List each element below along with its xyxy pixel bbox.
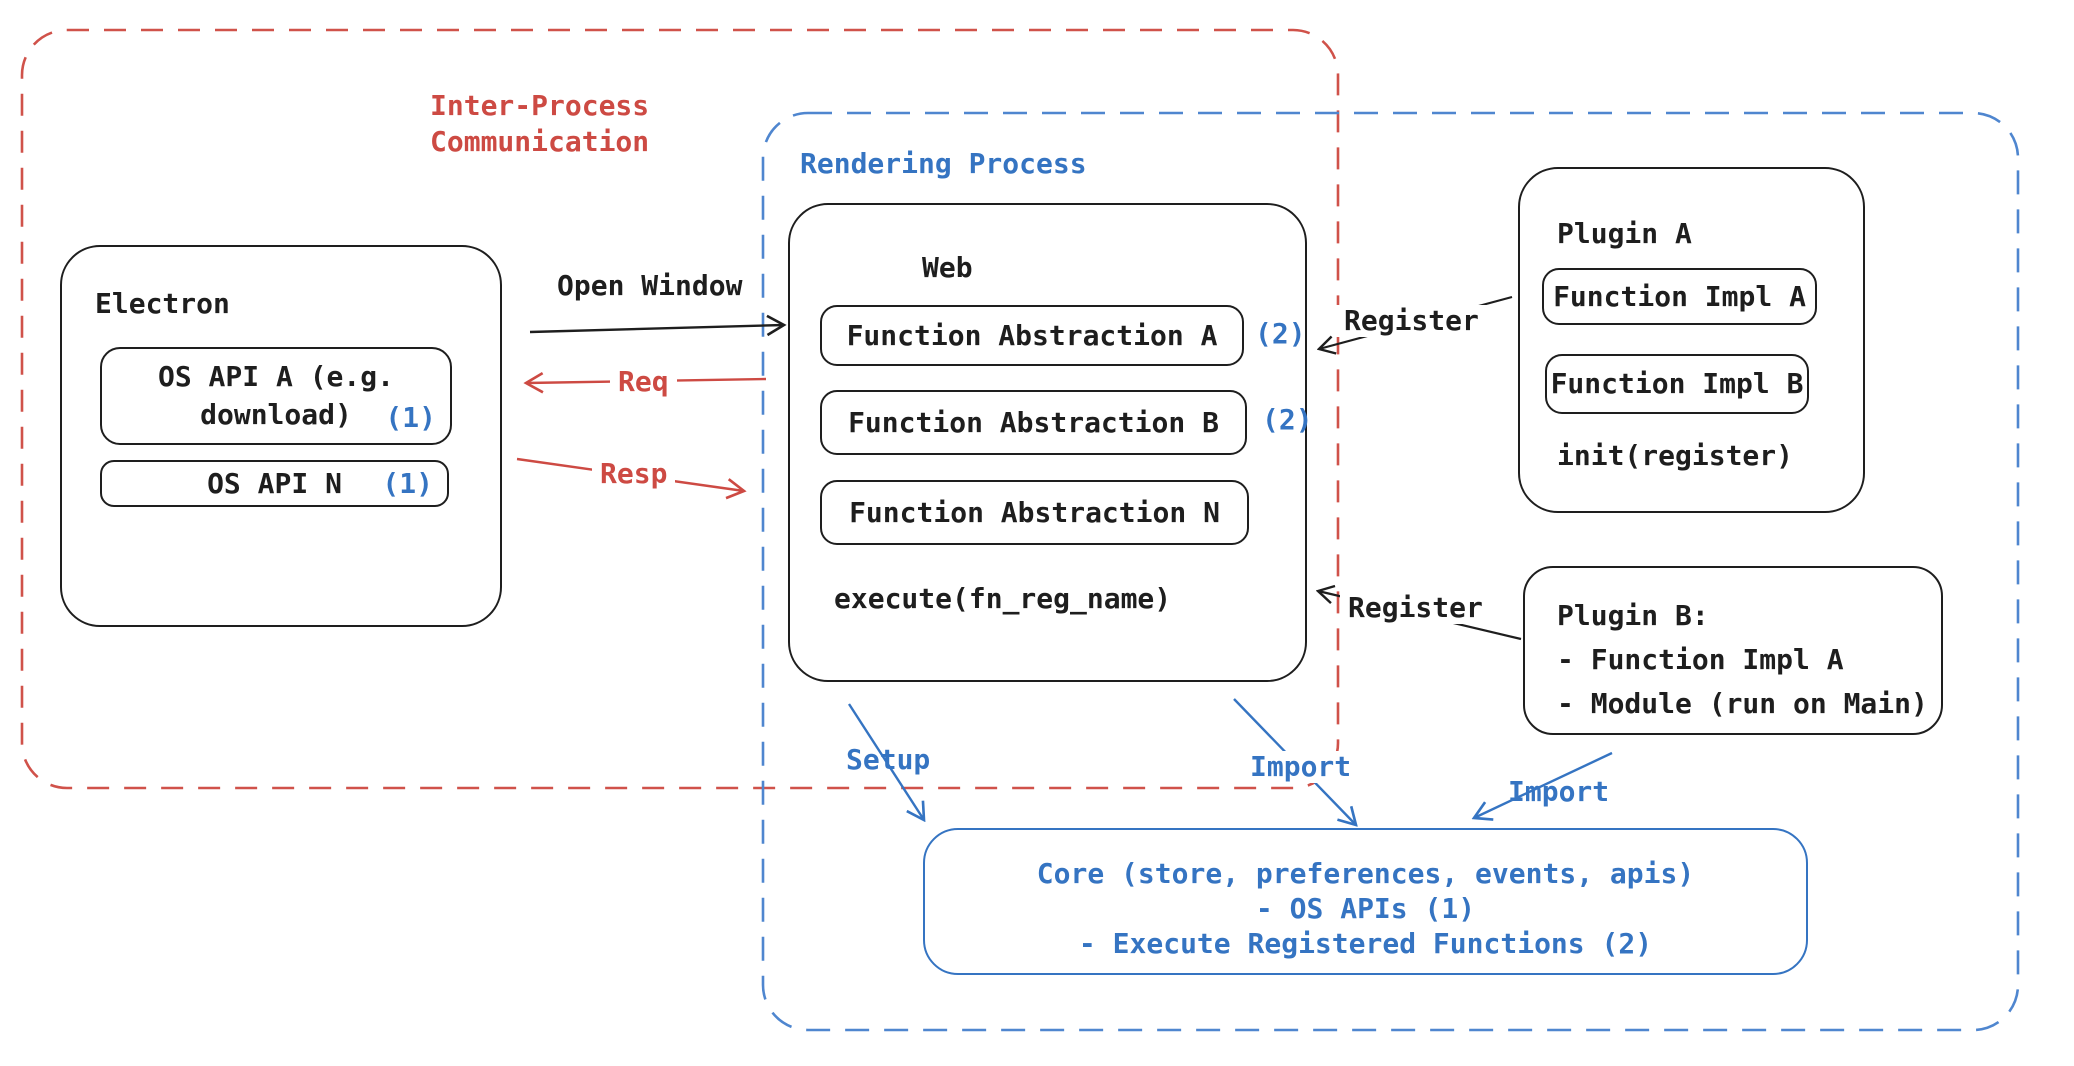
function-impl-a-label: Function Impl A (1553, 279, 1806, 313)
plugin-b-box: Plugin B: - Function Impl A - Module (run … (1523, 566, 1943, 735)
plugin-b-text: Plugin B: - Function Impl A - Module (run … (1557, 594, 1928, 726)
req-label: Req (610, 366, 677, 398)
plugin-b-title: Plugin B: (1557, 599, 1709, 632)
os-api-a-line2: download) (200, 398, 352, 431)
import-plugin-label: Import (1508, 775, 1610, 808)
import-web-label: Import (1242, 751, 1360, 783)
os-api-a-line1: OS API A (e.g. (157, 360, 394, 393)
plugin-b-item-impl-a: - Function Impl A (1557, 643, 1844, 676)
function-abstraction-b-badge: (2) (1262, 403, 1313, 436)
os-api-a-badge: (1) (385, 401, 436, 434)
plugin-a-box: Plugin A Function Impl A Function Impl B… (1518, 167, 1865, 513)
import-plugin-arrow (1474, 751, 1613, 818)
core-execute-line: - Execute Registered Functions (2) (1078, 927, 1653, 960)
os-api-n-label: OS API N (207, 466, 342, 500)
web-box: Web Function Abstraction A Function Abst… (788, 203, 1307, 682)
function-abstraction-b-label: Function Abstraction B (848, 405, 1219, 439)
plugin-a-title: Plugin A (1557, 217, 1692, 250)
function-impl-b-label: Function Impl B (1550, 367, 1804, 400)
function-abstraction-a-label: Function Abstraction A (846, 318, 1218, 352)
web-title: Web (922, 251, 973, 284)
open-window-label: Open Window (557, 269, 743, 302)
resp-label: Resp (592, 458, 676, 490)
rendering-dashed-boundary (761, 111, 2020, 1032)
open-window-arrow (529, 325, 784, 332)
setup-label: Setup (846, 743, 931, 776)
os-api-a-box: OS API A (e.g. download) (1) (100, 347, 452, 445)
plugin-a-init-text: init(register) (1557, 439, 1794, 472)
electron-title: Electron (95, 287, 230, 320)
os-api-n-box: OS API N (1) (100, 460, 449, 507)
os-api-n-badge: (1) (382, 466, 433, 500)
ipc-region-label-line2: Communication (430, 125, 650, 158)
os-api-a-text: OS API A (e.g. download) (158, 349, 394, 443)
rendering-region-label: Rendering Process (800, 147, 1087, 180)
ipc-region-label-line1: Inter-Process (430, 89, 650, 122)
function-impl-b-box: Function Impl B (1545, 354, 1809, 414)
core-os-apis-line: - OS APIs (1) (1255, 892, 1476, 925)
execute-call-text: execute(fn_reg_name) (834, 582, 1172, 615)
core-text: Core (store, preferences, events, apis)-… (925, 830, 1806, 961)
function-abstraction-a-badge: (2) (1255, 317, 1306, 350)
function-impl-a-box: Function Impl A (1542, 268, 1817, 325)
core-title-line: Core (store, preferences, events, apis) (1036, 857, 1695, 890)
register-plugin-b-label: Register (1340, 592, 1491, 624)
core-box: Core (store, preferences, events, apis)-… (923, 828, 1808, 975)
setup-arrow (847, 703, 924, 820)
register-plugin-a-label: Register (1336, 305, 1487, 337)
function-abstraction-a-box: Function Abstraction A (820, 305, 1244, 366)
electron-box: Electron OS API A (e.g. download) (1) OS… (60, 245, 502, 627)
ipc-dashed-boundary (20, 28, 1340, 790)
function-abstraction-n-box: Function Abstraction N (820, 480, 1249, 545)
function-abstraction-b-box: Function Abstraction B (820, 390, 1247, 455)
plugin-b-item-module: - Module (run on Main) (1557, 687, 1928, 720)
function-abstraction-n-label: Function Abstraction N (849, 495, 1220, 529)
